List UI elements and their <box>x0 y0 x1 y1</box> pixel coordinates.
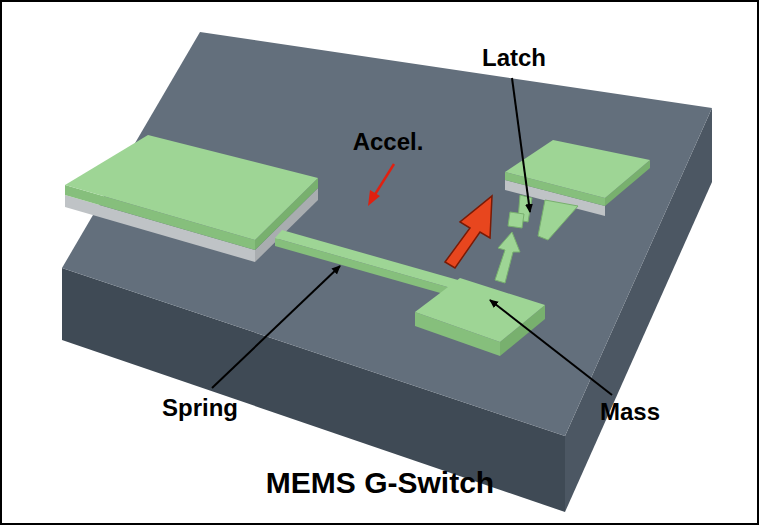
latch-hook <box>508 212 524 228</box>
accel-arrow <box>374 164 394 196</box>
proof-mass <box>415 278 545 342</box>
motion-arrow <box>445 196 492 268</box>
part-label: Latch <box>482 44 546 72</box>
spring-side <box>275 238 458 298</box>
anchor-pad <box>65 135 318 240</box>
latch-arm <box>538 200 578 240</box>
spring-beam <box>275 230 465 290</box>
leader-line <box>212 266 340 388</box>
leader-line <box>490 300 612 395</box>
part-label: Spring <box>162 394 238 422</box>
part-label: Accel. <box>353 128 424 156</box>
part-label: Mass <box>600 398 660 426</box>
accel-arrowhead <box>368 190 380 206</box>
leader-line <box>512 78 530 212</box>
mass-latch-tip <box>495 232 520 283</box>
caption: MEMS G-Switch <box>266 466 494 501</box>
substrate-top <box>62 32 712 436</box>
